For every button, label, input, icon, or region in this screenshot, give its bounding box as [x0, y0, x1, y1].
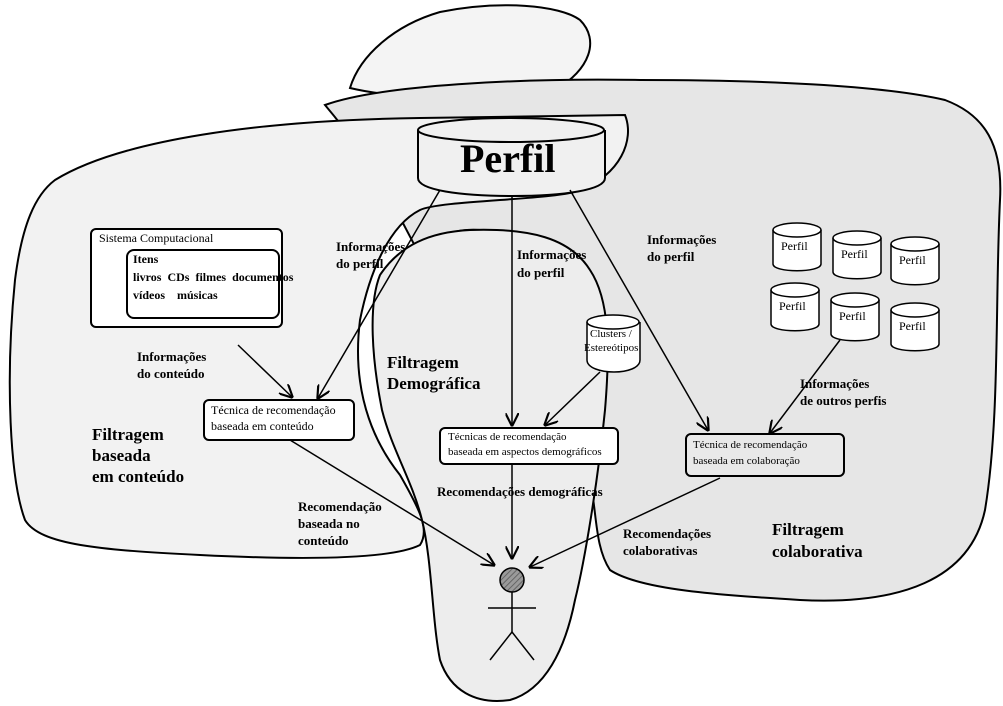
arrow-profile-to-content-technique: [318, 189, 441, 398]
arrow-content-recommendation: [289, 439, 494, 565]
profile-label: Perfil: [460, 136, 556, 181]
profile-cylinder-cap: [832, 230, 882, 246]
demographic-region: [371, 228, 609, 702]
profile-cylinder-cap: [890, 236, 940, 252]
content-region-label-2: baseada: [92, 446, 151, 465]
demographic-profile-info-2: do perfil: [517, 265, 565, 280]
other-profile-label: Perfil: [779, 299, 806, 313]
content-region: [8, 113, 629, 559]
collaborative-region-label-2: colaborativa: [772, 542, 863, 561]
profile-cylinder-icon: [890, 310, 940, 352]
collaborative-technique-line-1: Técnica de recomendação: [693, 439, 808, 451]
arrow-content-info: [237, 344, 292, 397]
content-technique-box: Técnica de recomendação baseada em conte…: [203, 399, 355, 441]
clusters-label-1: Clusters /: [590, 328, 632, 340]
collaborative-technique-line-2: baseada em colaboração: [693, 455, 800, 467]
collaborative-region-label-1: Filtragem: [772, 520, 844, 539]
demographic-recommendation: Recomendações demográficas: [437, 484, 603, 499]
demographic-region-label-1: Filtragem: [387, 353, 459, 372]
content-region-label-1: Filtragem: [92, 425, 164, 444]
content-technique-line-2: baseada em conteúdo: [211, 419, 314, 433]
content-technique-line-1: Técnica de recomendação: [211, 403, 336, 417]
other-profile-label: Perfil: [899, 319, 926, 333]
arrow-other-profiles-info: [770, 339, 841, 433]
items-box: Itens livros CDs filmes documentos vídeo…: [126, 249, 293, 319]
arrow-profile-to-collaborative-technique: [569, 189, 708, 430]
other-profiles-icons: [770, 222, 940, 352]
collaborative-profile-info-1: Informações: [647, 232, 717, 247]
other-profile-label: Perfil: [899, 253, 926, 267]
profile-cylinder-cap: [770, 282, 820, 298]
demographic-profile-info-1: Informações: [517, 247, 587, 262]
other-profile-label: Perfil: [781, 239, 808, 253]
content-profile-info-1: Informações: [336, 239, 406, 254]
profile-cylinder-icon: [772, 230, 822, 272]
demographic-technique-line-2: baseada em aspectos demográficos: [448, 446, 602, 458]
collaborative-profile-info-2: do perfil: [647, 249, 695, 264]
other-profiles-info-1: Informações: [800, 376, 870, 391]
other-profiles-info-2: de outros perfis: [800, 393, 887, 408]
collaborative-recommendation-2: colaborativas: [623, 543, 698, 558]
profile-cylinder-icon: [830, 300, 880, 342]
content-info-2: do conteúdo: [137, 366, 205, 381]
content-recommendation-1: Recomendação: [298, 499, 382, 514]
items-title: Itens: [133, 252, 159, 266]
items-line-1: livros CDs filmes documentos: [133, 270, 294, 284]
profile-cylinder-icon: [770, 290, 820, 332]
profile-database-icon: [417, 117, 606, 198]
clusters-label-2: Estereótipos: [584, 342, 639, 354]
collaborative-recommendation-1: Recomendações: [623, 526, 712, 541]
other-profile-label: Perfil: [839, 309, 866, 323]
profile-cylinder-icon: [890, 244, 940, 286]
content-recommendation-2: baseada no: [298, 516, 360, 531]
arrow-clusters-to-demographic: [545, 371, 601, 425]
arrow-collaborative-recommendation: [530, 477, 721, 567]
profile-cylinder-cap: [830, 292, 880, 308]
profile-cylinder-icon: [832, 238, 882, 280]
content-recommendation-3: conteúdo: [298, 533, 349, 548]
system-box-title: Sistema Computacional: [99, 231, 214, 245]
profile-cylinder-cap: [772, 222, 822, 238]
items-line-2: vídeos músicas: [133, 288, 218, 302]
profile-cylinder-cap: [890, 302, 940, 318]
demographic-region-label-2: Demográfica: [387, 374, 481, 393]
computational-system-box: Sistema Computacional Itens livros CDs f…: [90, 228, 293, 328]
demographic-technique-box: Técnicas de recomendação baseada em aspe…: [439, 427, 619, 465]
other-profile-label: Perfil: [841, 247, 868, 261]
user-icon: [488, 567, 536, 661]
demographic-technique-line-1: Técnicas de recomendação: [448, 431, 567, 443]
content-profile-info-2: do perfil: [336, 256, 384, 271]
collaborative-technique-box: Técnica de recomendação baseada em colab…: [685, 433, 845, 477]
clusters-database-icon: [586, 314, 641, 373]
content-region-label-3: em conteúdo: [92, 467, 185, 486]
content-info-1: Informações: [137, 349, 207, 364]
